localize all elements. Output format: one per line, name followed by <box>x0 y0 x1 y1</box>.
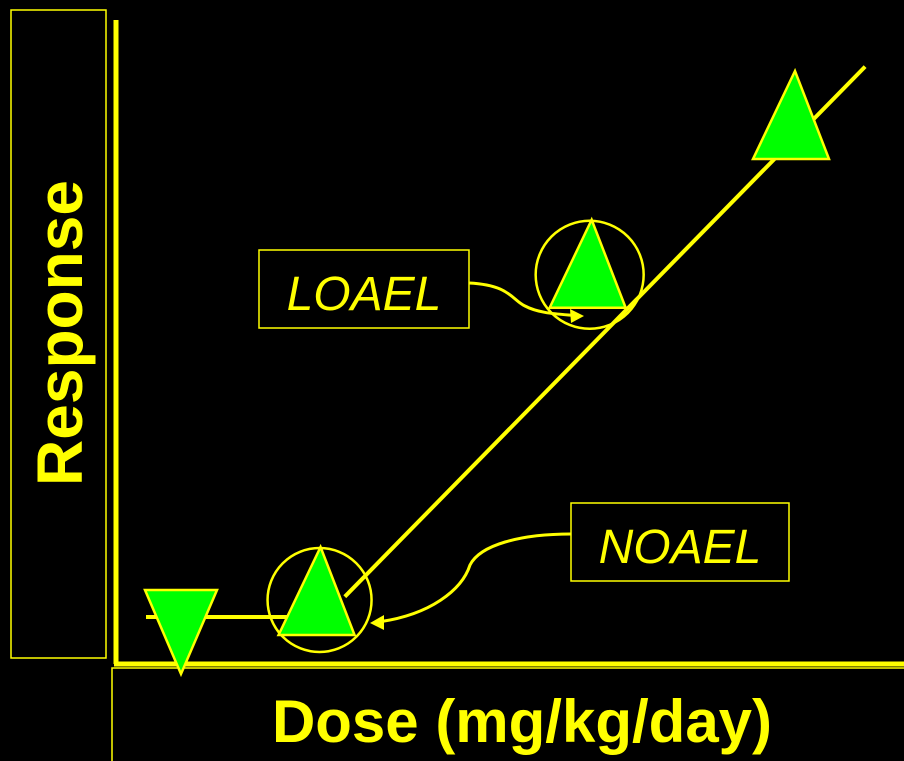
noael-label: NOAEL <box>599 521 762 574</box>
xlabel-box <box>111 667 904 761</box>
data-marker-1 <box>143 588 219 678</box>
data-marker-2 <box>276 543 357 637</box>
data-markers <box>143 67 831 678</box>
loael-label-box <box>258 249 470 329</box>
noael-arrow <box>377 532 572 624</box>
loael-label: LOAEL <box>287 268 442 321</box>
ylabel: Response <box>24 180 96 486</box>
noael-arrowhead <box>370 615 384 630</box>
xlabel: Dose (mg/kg/day) <box>272 688 772 755</box>
noael-label-box <box>570 502 790 582</box>
loael-highlight-circle <box>534 219 645 330</box>
data-marker-3 <box>547 216 628 309</box>
loael-arrow <box>468 281 581 318</box>
loael-arrowhead <box>570 309 584 323</box>
ylabel-box <box>10 9 107 659</box>
data-marker-4 <box>751 67 831 161</box>
